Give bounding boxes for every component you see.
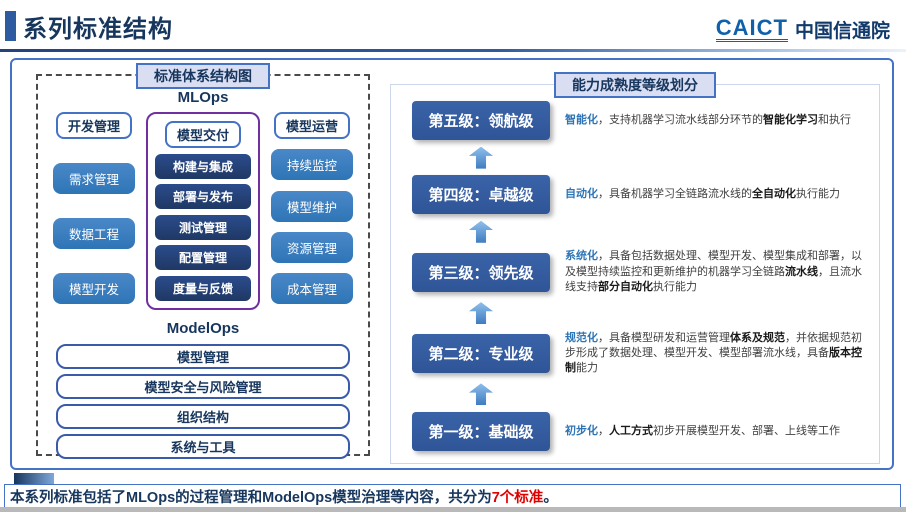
modelops-bar: 模型安全与风险管理 (56, 374, 350, 399)
delivery-item: 部署与发布 (155, 184, 251, 210)
delivery-item: 度量与反馈 (155, 275, 251, 301)
modelops-bar: 模型管理 (56, 344, 350, 369)
main-content: 标准体系结构图 MLOps 开发管理 需求管理 数据工程 模型开发 模型交付 构… (10, 58, 894, 470)
model-operations-column: 模型运营 持续监控 模型维护 资源管理 成本管理 (266, 112, 358, 310)
model-delivery-header: 模型交付 (164, 121, 241, 148)
ops-item: 模型维护 (271, 190, 353, 222)
mlops-heading: MLOps (177, 89, 229, 106)
title-accent-bar (5, 11, 16, 41)
dev-item: 数据工程 (53, 218, 135, 249)
level-5-description: 智能化，支持机器学习流水线部分环节的智能化学习和执行 (565, 113, 851, 126)
ops-item: 资源管理 (271, 231, 353, 263)
footer-accent-bar (14, 473, 54, 487)
up-arrow-icon (469, 383, 493, 406)
level-1-box: 第一级：基础级 (412, 411, 550, 451)
ops-item: 持续监控 (271, 149, 353, 181)
mlops-columns: 开发管理 需求管理 数据工程 模型开发 模型交付 构建与集成 部署与发布 测试管… (38, 106, 368, 310)
model-delivery-column: 模型交付 构建与集成 部署与发布 测试管理 配置管理 度量与反馈 (146, 112, 260, 310)
right-panel-badge: 能力成熟度等级划分 (554, 72, 716, 98)
level-row-3: 第三级：领先级 系统化，具备包括数据处理、模型开发、模型集成和部署，以及模型持续… (397, 249, 871, 295)
modelops-bar: 系统与工具 (56, 434, 350, 459)
level-row-4: 第四级：卓越级 自动化，具备机器学习全链路流水线的全自动化执行能力 (397, 175, 871, 215)
up-arrow-icon (469, 220, 493, 243)
dev-item: 模型开发 (53, 273, 135, 304)
level-3-description: 系统化，具备包括数据处理、模型开发、模型集成和部署，以及模型持续监控和更新维护的… (565, 250, 862, 294)
up-arrow-icon (469, 146, 493, 169)
level-5-box: 第五级：领航级 (412, 101, 550, 140)
modelops-heading: ModelOps (166, 320, 240, 337)
model-operations-header: 模型运营 (273, 112, 350, 139)
window-edge (0, 507, 906, 512)
page-title: 系列标准结构 (23, 16, 173, 43)
arrow-row (397, 383, 871, 406)
arrow-row (397, 146, 871, 169)
dev-management-header: 开发管理 (55, 112, 132, 139)
caict-logo-text: CAICT (715, 15, 788, 42)
level-2-box: 第二级：专业级 (412, 334, 550, 374)
left-panel-badge: 标准体系结构图 (136, 63, 270, 89)
level-3-box: 第三级：领先级 (412, 252, 550, 292)
maturity-levels: 第五级：领航级 智能化，支持机器学习流水线部分环节的智能化学习和执行 第四级：卓… (391, 85, 879, 463)
level-row-5: 第五级：领航级 智能化，支持机器学习流水线部分环节的智能化学习和执行 (397, 101, 871, 140)
level-4-description: 自动化，具备机器学习全链路流水线的全自动化执行能力 (565, 187, 840, 200)
up-arrow-icon (469, 302, 493, 325)
caict-logo-chinese: 中国信通院 (794, 21, 890, 42)
arrow-row (397, 302, 871, 325)
header-divider (0, 49, 906, 52)
ops-item: 成本管理 (271, 273, 353, 304)
arrow-row (397, 220, 871, 243)
level-row-2: 第二级：专业级 规范化，具备模型研发和运营管理体系及规范，并依据规范初步形成了数… (397, 331, 871, 377)
level-1-description: 初步化，人工方式初步开展模型开发、部署、上线等工作 (565, 424, 840, 437)
header: 系列标准结构 CAICT 中国信通院 (0, 0, 906, 54)
modelops-bars: 模型管理 模型安全与风险管理 组织结构 系统与工具 (38, 344, 368, 459)
level-2-description: 规范化，具备模型研发和运营管理体系及规范，并依据规范初步形成了数据处理、模型开发… (565, 331, 862, 375)
delivery-item: 配置管理 (155, 245, 251, 271)
level-4-box: 第四级：卓越级 (412, 175, 550, 215)
dev-item: 需求管理 (53, 163, 135, 194)
delivery-item: 构建与集成 (155, 153, 251, 179)
dev-management-column: 开发管理 需求管理 数据工程 模型开发 (48, 112, 140, 310)
standard-structure-panel: 标准体系结构图 MLOps 开发管理 需求管理 数据工程 模型开发 模型交付 构… (36, 63, 370, 459)
level-row-1: 第一级：基础级 初步化，人工方式初步开展模型开发、部署、上线等工作 (397, 411, 871, 451)
caict-logo: CAICT 中国信通院 (715, 15, 890, 43)
maturity-panel: 能力成熟度等级划分 第五级：领航级 智能化，支持机器学习流水线部分环节的智能化学… (390, 72, 880, 464)
delivery-item: 测试管理 (155, 214, 251, 240)
modelops-bar: 组织结构 (56, 404, 350, 429)
